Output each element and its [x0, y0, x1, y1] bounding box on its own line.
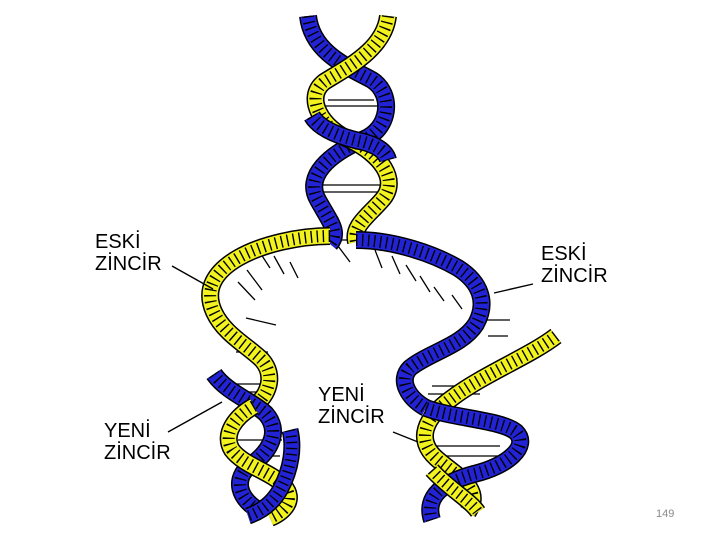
label-line: YENİ [318, 384, 365, 406]
page-number: 149 [656, 508, 675, 520]
parent-strand-blue-front [304, 110, 397, 163]
pointer-new-left [167, 401, 223, 433]
label-old-strand-left: ESKİ ZİNCİR [95, 231, 162, 275]
pointer-old-right [493, 283, 534, 294]
label-line: ESKİ [95, 231, 141, 253]
new-strand-left-blue [206, 368, 283, 521]
new-strand-left-blue-tail [245, 427, 301, 525]
new-strand-left-yellow [219, 398, 298, 527]
pointer-old-left [171, 265, 214, 290]
pointer-new-middle [392, 431, 419, 443]
old-strand-right [355, 231, 491, 416]
label-line: ZİNCİR [95, 253, 162, 275]
label-line: ZİNCİR [104, 442, 171, 464]
label-line: ZİNCİR [318, 406, 385, 428]
label-line: ZİNCİR [541, 265, 608, 287]
pointer-lines [167, 265, 534, 443]
label-old-strand-right: ESKİ ZİNCİR [541, 243, 608, 287]
label-new-strand-left: YENİ ZİNCİR [104, 420, 171, 464]
dna-helix [201, 14, 562, 527]
label-line: ESKİ [541, 243, 587, 265]
label-line: YENİ [104, 420, 151, 442]
new-strand-right-yellow-front [425, 464, 486, 518]
label-new-strand-middle: YENİ ZİNCİR [318, 384, 385, 428]
old-strand-left [201, 227, 331, 414]
